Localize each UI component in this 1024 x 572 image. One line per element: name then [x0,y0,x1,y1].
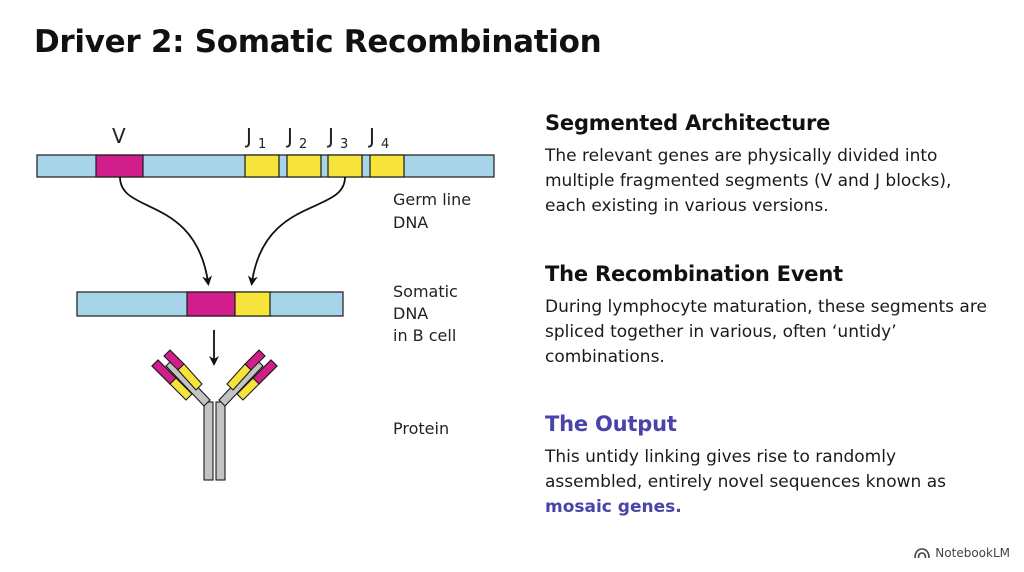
antibody-icon [151,349,278,481]
svg-text:1: 1 [258,137,266,152]
j3-label: J 3 [326,124,348,152]
svg-text:J: J [326,124,334,148]
somatic-label-line1: Somatic [393,282,458,301]
j2-segment [286,154,322,178]
svg-text:3: 3 [340,137,348,152]
section-heading: The Recombination Event [545,262,843,286]
recombination-diagram: V J 1 J 2 J 3 J 4 Germ line DNA Somat [36,124,495,481]
notebooklm-brand-text: NotebookLM [935,546,1010,560]
somatic-label-line2: DNA [393,304,428,323]
v-to-somatic-arrow [119,176,213,286]
svg-text:J: J [244,124,252,148]
section-body: During lymphocyte maturation, these segm… [545,297,987,367]
j4-segment [369,154,405,178]
section-recombination-event: The Recombination Event During lymphocyt… [545,262,995,370]
somatic-label-line3: in B cell [393,326,456,345]
section-heading: The Output [545,412,677,436]
germline-dna-strand [36,154,495,178]
notebooklm-logo-icon [914,547,931,558]
svg-text:J: J [367,124,375,148]
protein-label: Protein [393,419,449,438]
somatic-dna-strand [76,291,344,317]
svg-text:2: 2 [299,137,307,152]
j2-label: J 2 [285,124,307,152]
j4-label: J 4 [367,124,389,152]
page-title: Driver 2: Somatic Recombination [34,24,602,60]
somatic-j-segment [234,291,271,317]
v-segment-label: V [112,124,126,148]
j1-segment [244,154,280,178]
section-output: The Output This untidy linking gives ris… [545,412,995,520]
j1-label: J 1 [244,124,266,152]
svg-text:J: J [285,124,293,148]
notebooklm-watermark: NotebookLM [914,546,1010,560]
section-body: This untidy linking gives rise to random… [545,445,995,520]
v-segment [95,154,144,178]
somatic-v-segment [186,291,236,317]
j3-segment [327,154,363,178]
j3-to-somatic-arrow [247,176,346,286]
germline-label-line2: DNA [393,213,428,232]
section-body: The relevant genes are physically divide… [545,146,952,216]
svg-text:4: 4 [381,137,389,152]
section-body-text: This untidy linking gives rise to random… [545,447,946,492]
mosaic-genes-highlight: mosaic genes. [545,497,682,517]
germline-label-line1: Germ line [393,190,471,209]
section-segmented-architecture: Segmented Architecture The relevant gene… [545,111,995,219]
section-heading: Segmented Architecture [545,111,831,135]
